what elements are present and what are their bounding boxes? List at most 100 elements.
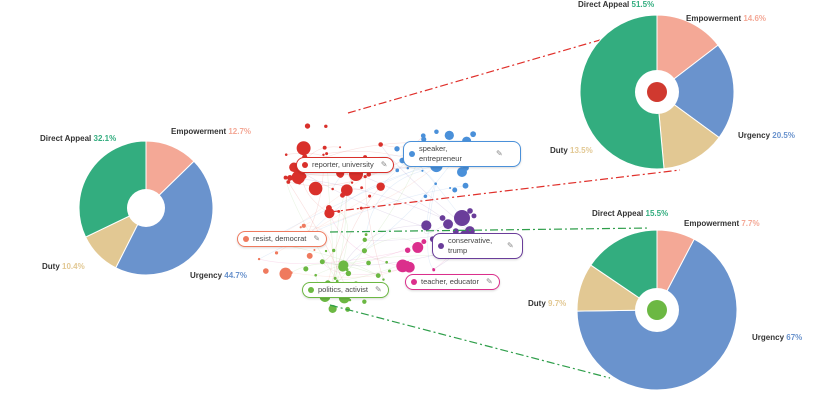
cluster-label: resist, democrat <box>253 234 307 243</box>
edit-pencil-icon[interactable]: ✎ <box>507 241 514 250</box>
network-edge <box>303 225 333 284</box>
network-edge <box>364 176 384 280</box>
network-node <box>296 141 311 156</box>
network-node <box>444 130 454 141</box>
network-edge <box>315 255 442 276</box>
network-node <box>361 248 368 254</box>
network-node <box>341 184 353 196</box>
network-edge <box>322 190 348 263</box>
cluster-label: conservative, trump <box>448 236 493 255</box>
connector-line <box>347 39 601 114</box>
network-node <box>325 152 329 156</box>
pie1-label-duty: Duty 10.4% <box>42 262 85 271</box>
network-node <box>304 123 311 129</box>
network-edge <box>305 165 437 239</box>
cluster-dot <box>243 236 249 242</box>
network-node <box>324 208 335 219</box>
cluster-tag-reporter[interactable]: reporter, university ✎ <box>296 157 395 173</box>
cluster-label: reporter, university <box>312 160 374 169</box>
network-edge <box>291 267 402 278</box>
network-edge <box>322 261 410 275</box>
network-node <box>257 257 261 261</box>
cluster-center-dot <box>647 300 667 320</box>
network-node <box>338 260 349 271</box>
pie-slice-urgency <box>656 44 735 139</box>
network-edge <box>365 170 423 235</box>
network-node <box>375 273 381 278</box>
cluster-tag-conservative[interactable]: conservative, trump ✎ <box>432 233 523 259</box>
cluster-tag-teacher[interactable]: teacher, educator ✎ <box>405 274 500 290</box>
network-node <box>378 142 383 147</box>
network-node <box>284 153 288 156</box>
pie-slice-direct-appeal <box>590 229 658 311</box>
pie-hole <box>127 189 165 227</box>
network-node <box>274 251 279 255</box>
network-node <box>449 186 452 190</box>
network-node <box>471 213 477 219</box>
network-node <box>350 181 354 184</box>
edit-pencil-icon[interactable]: ✎ <box>375 285 382 294</box>
network-node <box>262 268 269 274</box>
cluster-tag-speaker[interactable]: speaker, entrepreneur ✎ <box>403 141 521 167</box>
network-node <box>359 206 363 210</box>
network-node <box>366 260 371 266</box>
network-node <box>454 210 470 226</box>
network-node <box>362 299 367 304</box>
network-node <box>287 174 293 181</box>
pie3-label-direct-appeal: Direct Appeal 15.5% <box>592 209 669 218</box>
cluster-dot <box>411 279 417 285</box>
network-edge <box>343 225 427 266</box>
network-node <box>364 233 368 236</box>
network-node <box>335 279 339 283</box>
network-node <box>345 267 349 272</box>
network-node <box>404 247 411 253</box>
network-node <box>395 168 400 173</box>
edit-pencil-icon[interactable]: ✎ <box>313 234 321 243</box>
pie3-label-urgency: Urgency 67% <box>752 333 803 342</box>
cluster-label: politics, activist <box>318 285 369 294</box>
pie2-label-urgency: Urgency 20.5% <box>738 131 795 140</box>
network-node <box>303 266 309 272</box>
network-node <box>279 267 292 280</box>
pie1-label-urgency: Urgency 44.7% <box>190 271 247 280</box>
network-node <box>286 180 291 184</box>
edit-pencil-icon[interactable]: ✎ <box>496 149 503 158</box>
cluster-tag-resist[interactable]: resist, democrat ✎ <box>237 231 328 247</box>
edit-pencil-icon[interactable]: ✎ <box>380 160 388 169</box>
pie3-label-empowerment: Empowerment 7.7% <box>684 219 760 228</box>
cluster-dot <box>308 287 314 293</box>
network-node <box>434 129 439 135</box>
network-node <box>322 153 325 157</box>
network-node <box>382 278 385 281</box>
network-edge <box>293 167 469 241</box>
network-node <box>434 182 437 186</box>
network-node <box>308 181 323 196</box>
network-node <box>423 194 428 199</box>
network-node <box>406 167 410 170</box>
pie3-label-duty: Duty 9.7% <box>528 299 567 308</box>
network-node <box>385 260 389 264</box>
network-node <box>421 239 427 245</box>
pie-slice-duty <box>656 90 720 170</box>
network-node <box>324 249 328 253</box>
network-node <box>399 267 403 270</box>
network-node <box>333 276 337 280</box>
cluster-label: teacher, educator <box>421 277 479 286</box>
network-node <box>360 186 363 190</box>
network-edge <box>330 186 381 286</box>
network-node <box>283 175 288 180</box>
network-node <box>443 221 449 227</box>
network-node <box>396 259 410 273</box>
network-edge <box>427 183 436 270</box>
network-node <box>421 169 424 172</box>
cluster-label: speaker, entrepreneur <box>419 144 462 163</box>
edit-pencil-icon[interactable]: ✎ <box>485 277 493 286</box>
network-node <box>332 248 336 253</box>
pie-slice-direct-appeal <box>579 14 665 170</box>
cluster-tag-politics[interactable]: politics, activist ✎ <box>302 282 389 298</box>
pie-slice-empowerment <box>656 14 719 94</box>
network-node <box>324 124 328 129</box>
network-node <box>306 252 313 259</box>
cluster-dot <box>438 243 444 249</box>
pie2-label-empowerment: Empowerment 14.6% <box>686 14 767 23</box>
